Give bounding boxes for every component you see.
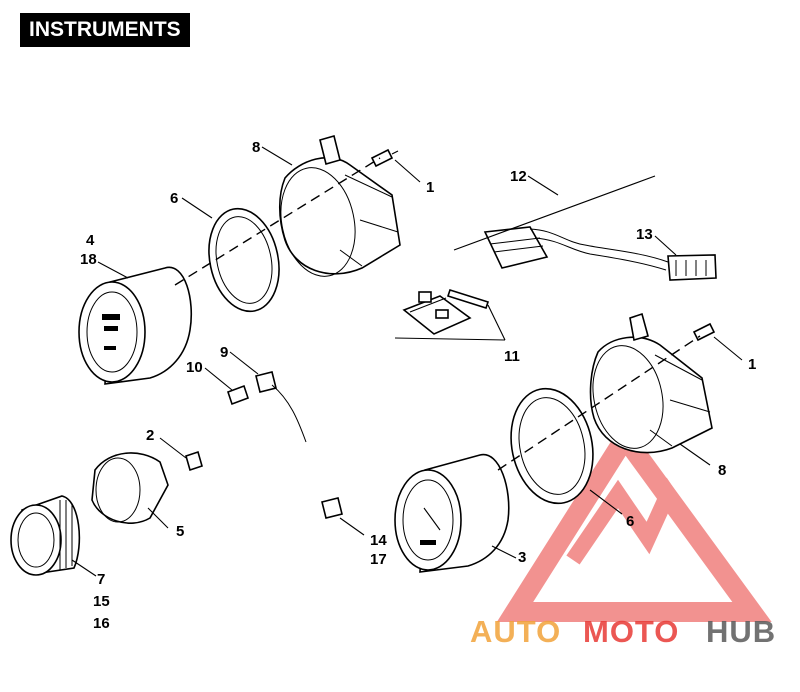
svg-text:MOTO: MOTO [583, 614, 679, 649]
callout-8-right: 8 [718, 462, 726, 479]
fuse-holder [402, 289, 490, 335]
automotohub-wordmark: AUTO MOTO HUB [470, 614, 776, 649]
callout-11: 11 [504, 348, 520, 365]
callout-1-right: 1 [748, 356, 756, 373]
callout-7: 7 [97, 571, 105, 588]
gauge-assembly-upper [78, 135, 401, 385]
small-parts [226, 371, 343, 519]
wiring-harness [483, 226, 717, 281]
gauge-assembly-right [394, 312, 716, 573]
callout-4: 4 [86, 232, 95, 249]
gauge-assembly-lower [10, 450, 203, 576]
callout-6-right: 6 [626, 513, 634, 530]
callout-15: 15 [93, 593, 110, 610]
callout-17: 17 [370, 551, 387, 568]
callout-13: 13 [636, 226, 653, 243]
svg-text:AUTO: AUTO [470, 614, 561, 649]
callout-1-upper: 1 [426, 179, 434, 196]
callout-16: 16 [93, 615, 110, 632]
callout-3: 3 [518, 549, 526, 566]
callout-2: 2 [146, 427, 154, 444]
callout-6-upper: 6 [170, 190, 178, 207]
callout-14: 14 [370, 532, 387, 549]
page-title: INSTRUMENTS [20, 13, 190, 47]
callout-5: 5 [176, 523, 184, 540]
callout-10: 10 [186, 359, 203, 376]
leader-lines [71, 146, 743, 577]
callouts: 1 8 6 4 18 12 13 11 9 10 2 5 7 15 16 1 8… [80, 139, 756, 632]
callout-8-upper: 8 [252, 139, 260, 156]
svg-text:HUB: HUB [706, 614, 776, 649]
callout-18: 18 [80, 251, 97, 268]
automotohub-logo [496, 420, 772, 622]
callout-12: 12 [510, 168, 527, 185]
callout-9: 9 [220, 344, 228, 361]
